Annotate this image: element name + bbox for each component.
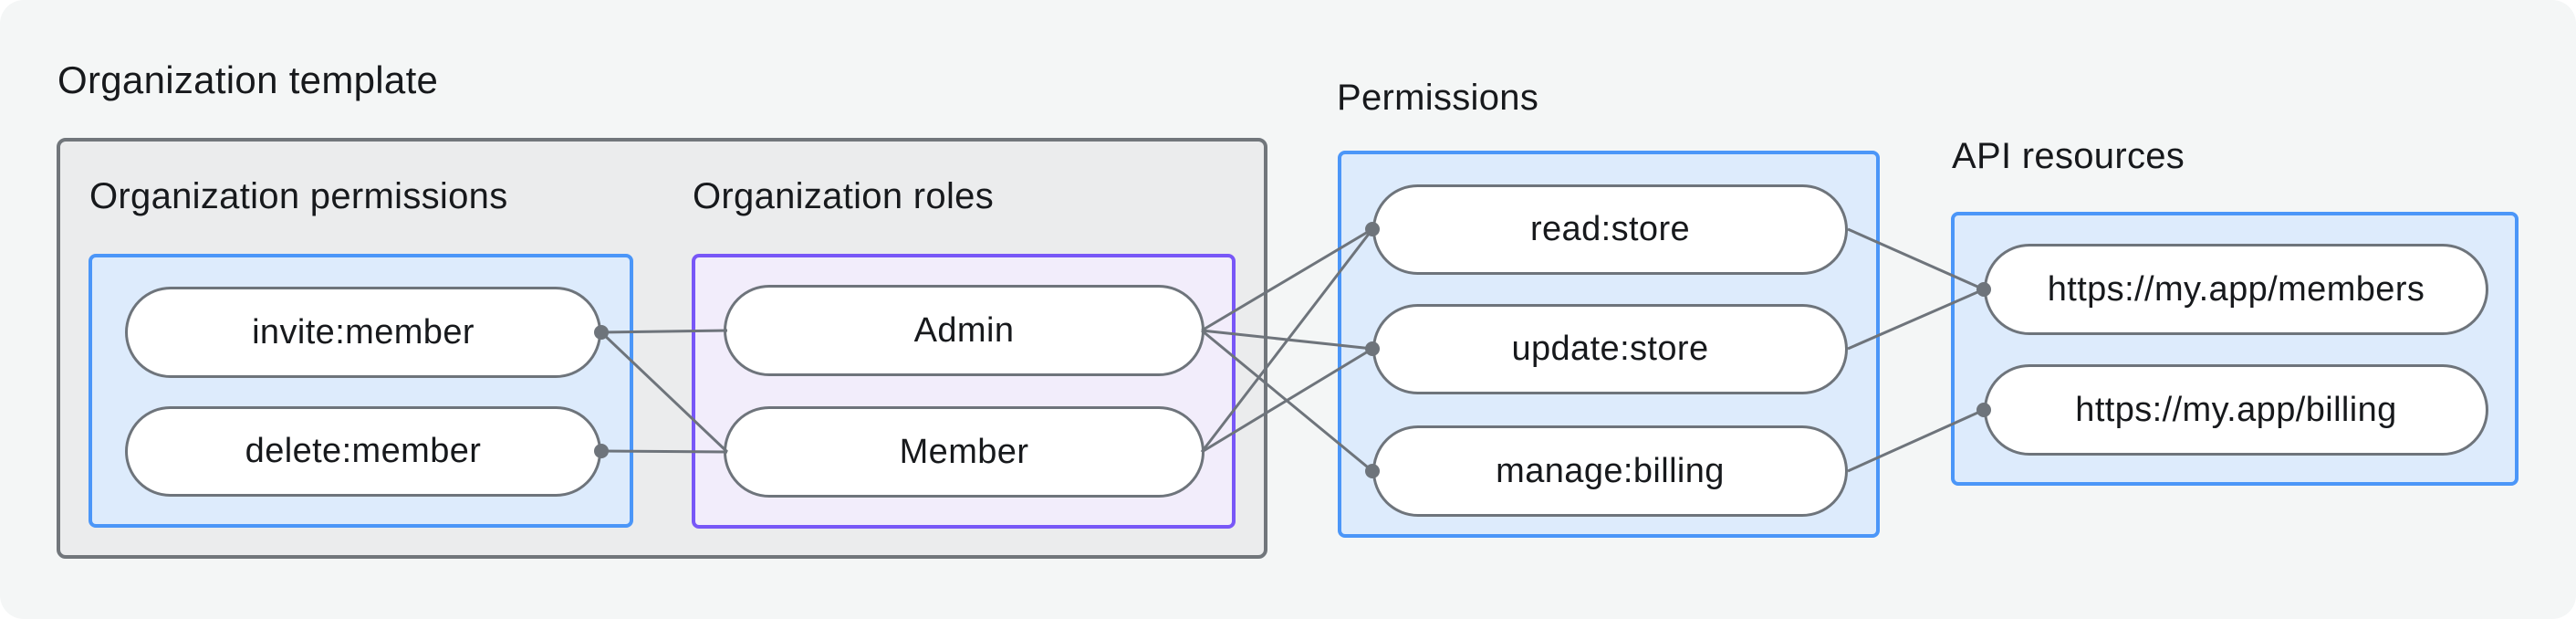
pill-read-store: read:store	[1372, 184, 1848, 275]
pill-delete-member: delete:member	[125, 406, 601, 497]
permissions-label: Permissions	[1337, 78, 1539, 118]
org-permissions-label: Organization permissions	[89, 176, 508, 216]
pill-update-store: update:store	[1372, 304, 1848, 394]
pill-invite-member: invite:member	[125, 287, 601, 378]
org-template-title: Organization template	[57, 58, 439, 101]
pill-member-role: Member	[724, 406, 1205, 498]
org-roles-label: Organization roles	[693, 176, 995, 216]
api-resources-label: API resources	[1952, 136, 2185, 176]
pill-admin-role: Admin	[724, 285, 1205, 376]
pill-manage-billing: manage:billing	[1372, 425, 1848, 517]
pill-members-url: https://my.app/members	[1984, 244, 2488, 335]
pill-billing-url: https://my.app/billing	[1984, 364, 2488, 456]
